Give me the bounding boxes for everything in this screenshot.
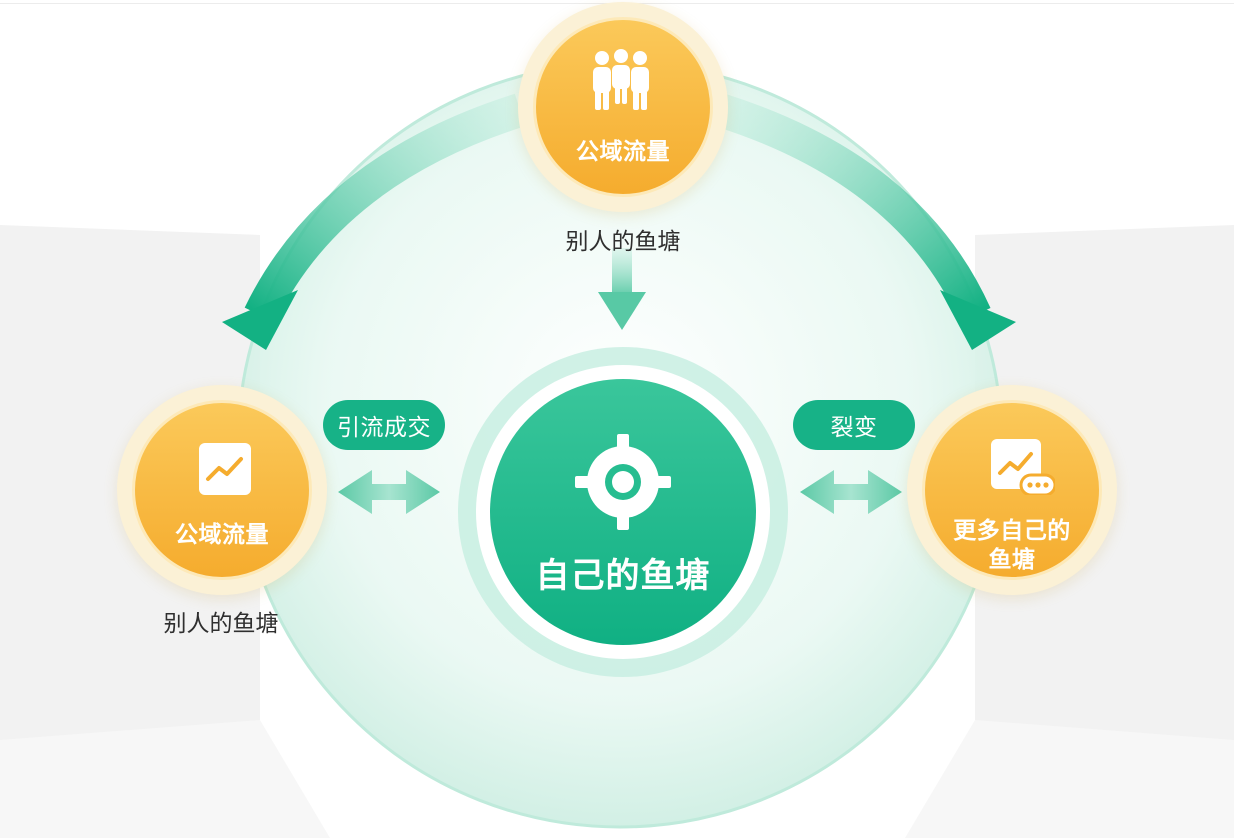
top-node: 公域流量: [518, 2, 728, 212]
left-node-label: 公域流量: [175, 522, 269, 548]
arc-arrow-right: [714, 93, 991, 323]
target-icon: [575, 434, 671, 530]
left-node: 公域流量: [117, 385, 327, 595]
right-double-arrow: [800, 470, 902, 514]
right-link-pill: 裂变: [793, 400, 915, 450]
bg-floor-left: [0, 720, 330, 838]
bg-floor-right: [905, 720, 1234, 838]
down-arrow-shaft: [612, 248, 632, 298]
left-node-caption: 别人的鱼塘: [163, 611, 279, 637]
arc-arrow-left-head: [222, 290, 298, 350]
down-arrow-head: [598, 292, 646, 330]
people-icon: [593, 49, 649, 110]
top-node-core: 公域流量: [533, 17, 713, 197]
right-node: 更多自己的 鱼塘: [907, 385, 1117, 595]
trend-chart-icon: [199, 443, 251, 495]
top-node-caption: 别人的鱼塘: [565, 229, 681, 255]
arc-arrow-left: [244, 93, 526, 323]
left-link-pill: 引流成交: [323, 400, 445, 450]
top-node-label: 公域流量: [576, 139, 670, 165]
trend-chart-more-icon: [991, 439, 1055, 495]
arc-arrow-right-head: [940, 290, 1016, 350]
right-node-label-line2: 鱼塘: [988, 547, 1036, 573]
right-node-label-line1: 更多自己的: [953, 518, 1071, 544]
center-node-label: 自己的鱼塘: [535, 556, 711, 596]
left-double-arrow: [338, 470, 440, 514]
left-node-core: 公域流量: [132, 400, 312, 580]
right-node-core: 更多自己的 鱼塘: [922, 400, 1102, 580]
